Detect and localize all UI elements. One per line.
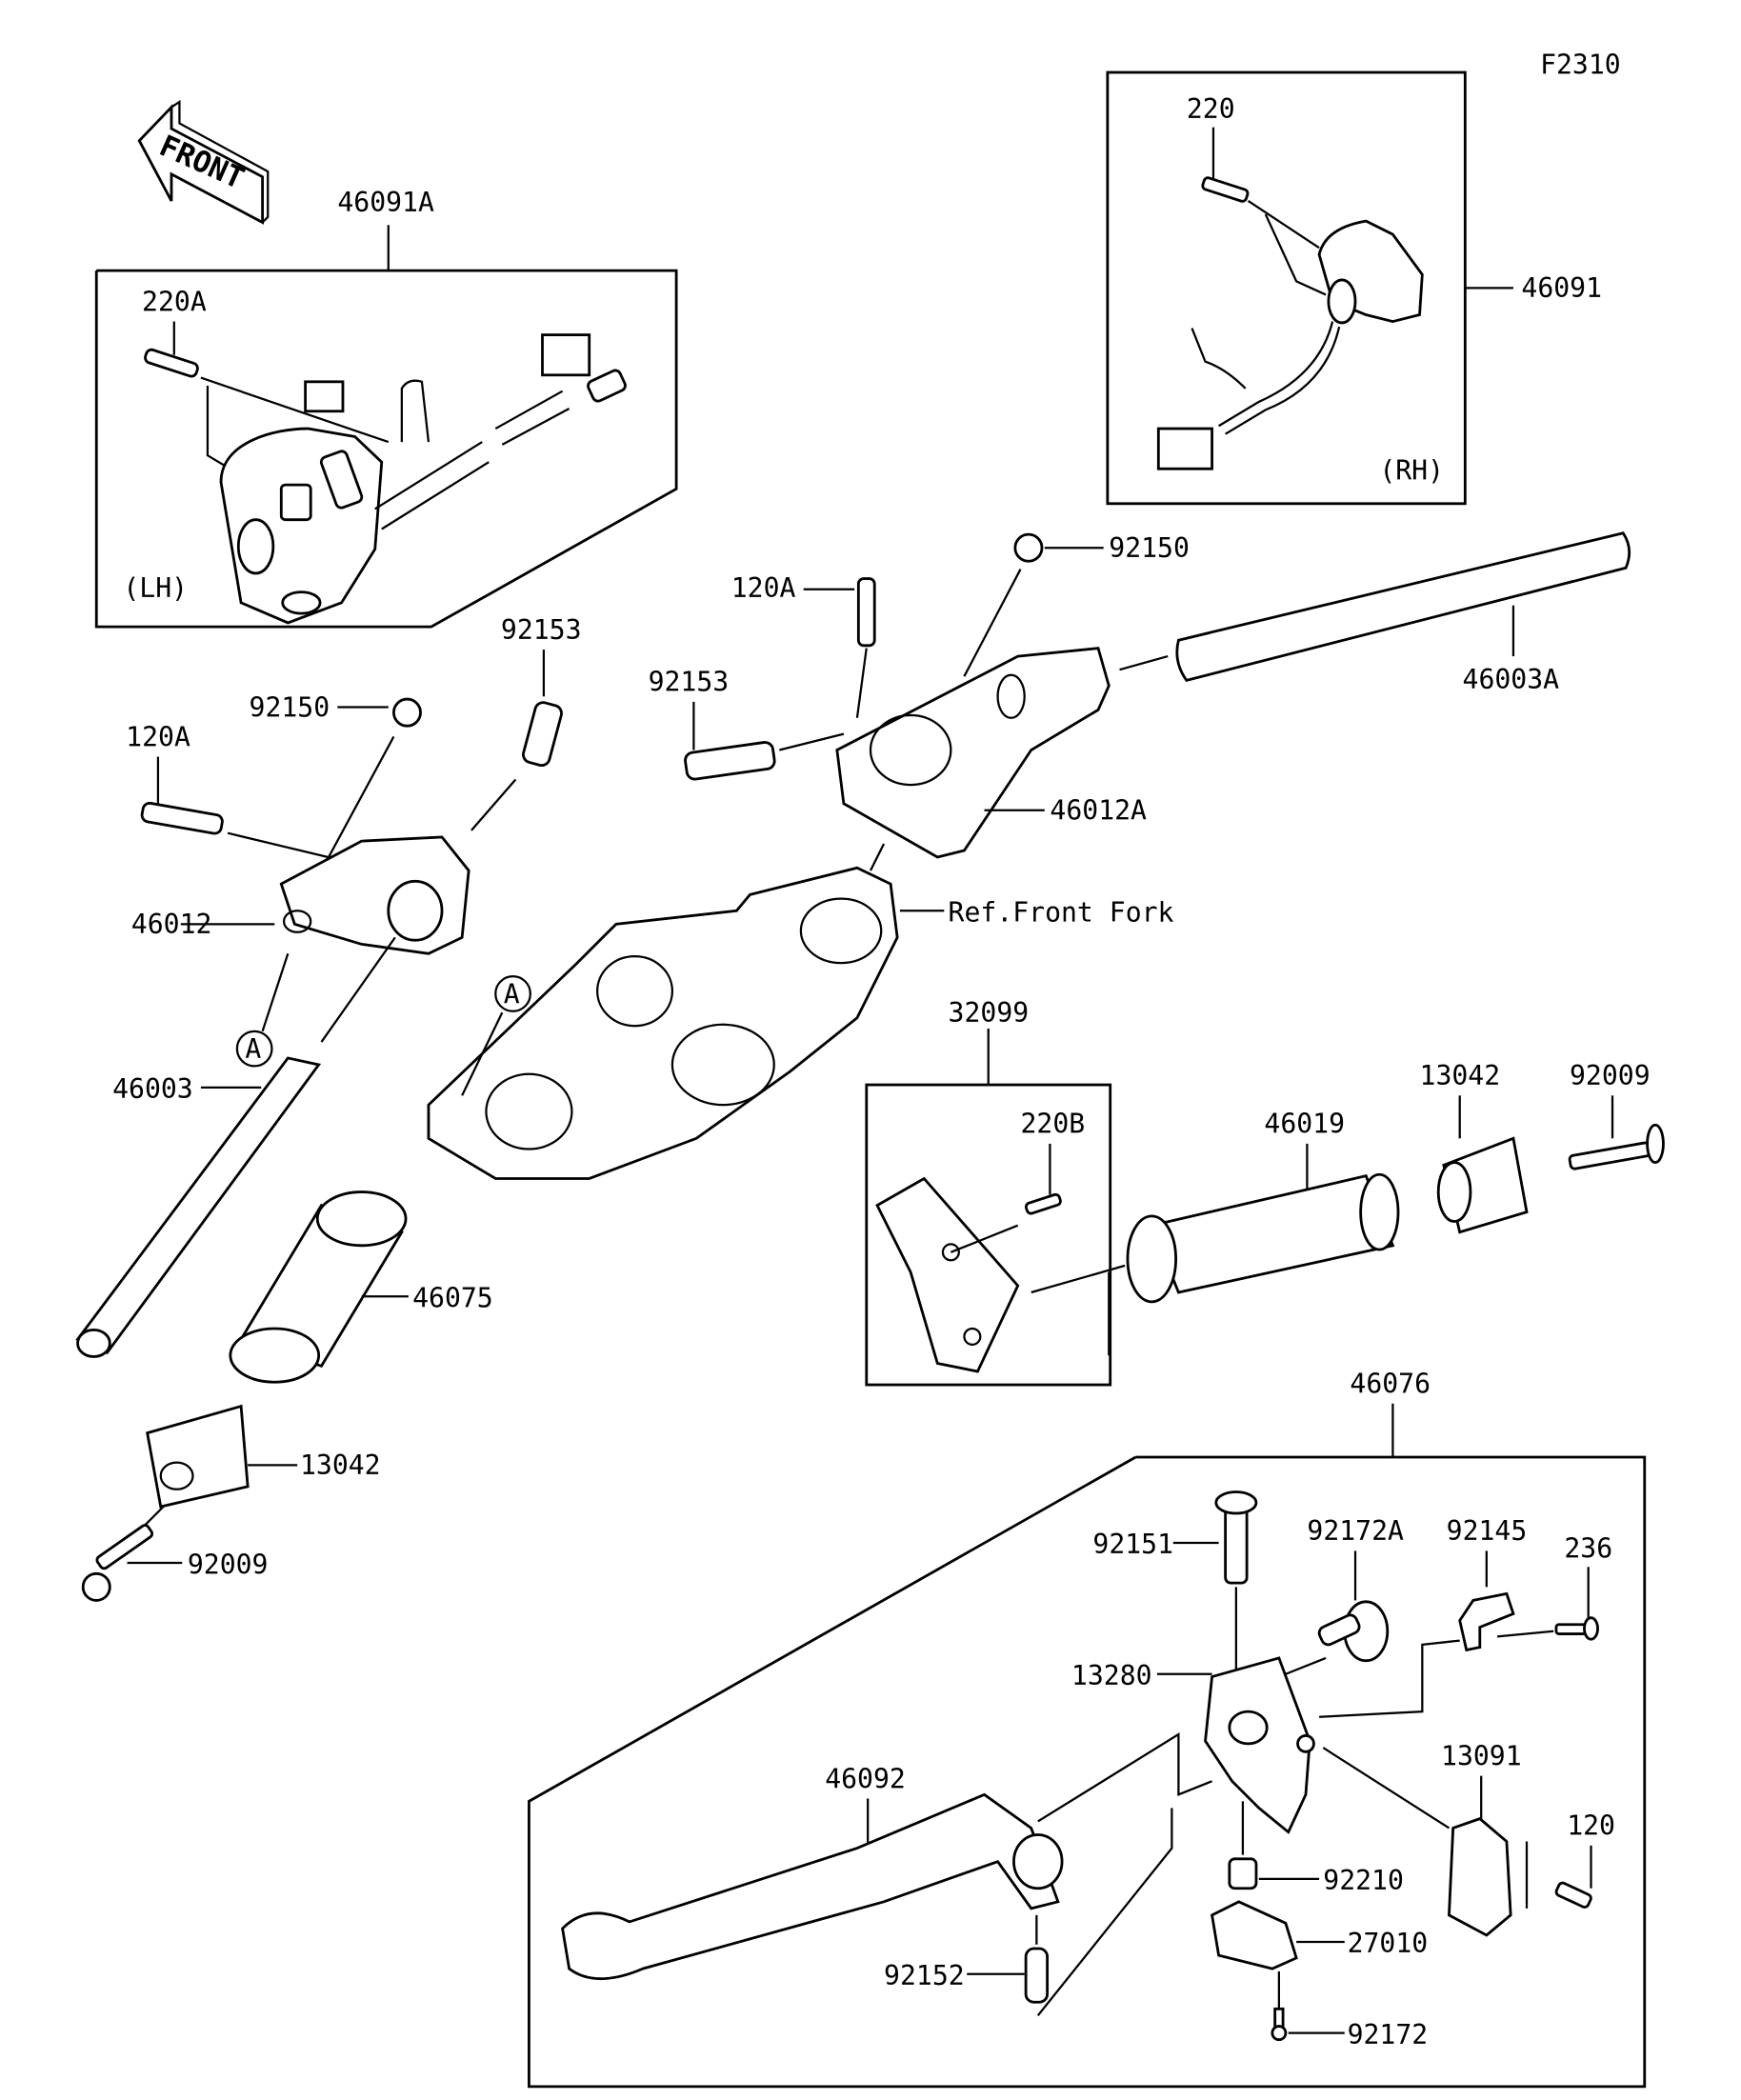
lever-assembly-group: 46076 92151 92172A 92145 236 13280 46092 bbox=[528, 1368, 1647, 2089]
svg-text:A: A bbox=[504, 978, 520, 1010]
part-label-92150-left[interactable]: 92150 bbox=[250, 691, 330, 723]
part-label-92172A[interactable]: 92172A bbox=[1307, 1515, 1404, 1547]
part-label-92009-right[interactable]: 92009 bbox=[1570, 1060, 1651, 1091]
clip-on-46012A bbox=[835, 647, 1111, 859]
part-label-46003A[interactable]: 46003A bbox=[1463, 664, 1560, 695]
bolt-92153-right bbox=[684, 741, 776, 781]
collar-92152 bbox=[1024, 1947, 1050, 2004]
lever-holder-13280 bbox=[1204, 1656, 1311, 1834]
bolt-92009-left bbox=[95, 1524, 154, 1570]
clip-on-46012 bbox=[279, 835, 470, 955]
part-label-27010[interactable]: 27010 bbox=[1348, 1928, 1429, 1959]
lh-switch-group: 46091A 220A (LH) bbox=[94, 187, 678, 629]
figure-code: F2310 bbox=[1540, 49, 1621, 80]
rh-side-label: (RH) bbox=[1379, 454, 1444, 486]
bolt-120A-right bbox=[856, 577, 876, 648]
part-label-92172[interactable]: 92172 bbox=[1348, 2019, 1429, 2050]
ref-marker-a-left bbox=[235, 1030, 273, 1068]
part-label-13042-right[interactable]: 13042 bbox=[1420, 1060, 1501, 1091]
part-label-46076[interactable]: 46076 bbox=[1350, 1368, 1431, 1399]
part-label-32099[interactable]: 32099 bbox=[949, 997, 1030, 1029]
part-label-92151[interactable]: 92151 bbox=[1092, 1529, 1173, 1560]
bolt-92150-left bbox=[392, 697, 422, 728]
bolt-92150-right bbox=[1013, 532, 1044, 563]
bolt-120A-left bbox=[140, 801, 224, 835]
part-label-13091[interactable]: 13091 bbox=[1441, 1740, 1522, 1771]
lh-switch-box bbox=[94, 269, 678, 629]
part-label-46003[interactable]: 46003 bbox=[112, 1073, 193, 1105]
part-label-120[interactable]: 120 bbox=[1567, 1810, 1615, 1842]
right-grip-group: 46019 13042 92009 bbox=[1126, 1060, 1665, 1304]
left-clip-on-group: 92153 92150 120A 46012 A bbox=[126, 614, 582, 1068]
lever-assembly-box bbox=[528, 1455, 1647, 2089]
part-label-46091A[interactable]: 46091A bbox=[337, 187, 434, 218]
part-label-236[interactable]: 236 bbox=[1564, 1532, 1612, 1564]
lever-46092 bbox=[561, 1792, 1060, 1981]
part-label-46012[interactable]: 46012 bbox=[131, 909, 212, 940]
handlebar-46003A bbox=[1175, 531, 1631, 683]
top-bridge-group: Ref.Front Fork A bbox=[427, 843, 1174, 1180]
bar-end-13042-left bbox=[146, 1404, 250, 1509]
grip-46019 bbox=[1150, 1174, 1395, 1294]
right-clip-on-group: 92150 120A 92153 46012A 46003A bbox=[649, 531, 1631, 859]
svg-text:A: A bbox=[245, 1033, 261, 1065]
part-label-13280[interactable]: 13280 bbox=[1071, 1660, 1152, 1691]
rh-connector bbox=[1156, 427, 1213, 470]
ref-marker-a-right bbox=[494, 975, 531, 1012]
lh-switch-housing bbox=[219, 427, 384, 625]
throttle-housing bbox=[875, 1176, 1020, 1373]
clamp-13091 bbox=[1448, 1817, 1512, 1937]
switch-27010 bbox=[1211, 1900, 1298, 1970]
bolt-120 bbox=[1554, 1881, 1592, 1909]
left-handlebar-group: 46003 46075 13042 92009 bbox=[75, 1056, 493, 1602]
screw-220A bbox=[144, 348, 199, 378]
nut-92210 bbox=[1228, 1857, 1258, 1890]
part-label-120A-right[interactable]: 120A bbox=[731, 572, 796, 604]
rh-switch-housing bbox=[1317, 219, 1424, 325]
lh-wiring-harness bbox=[304, 333, 627, 530]
part-label-92210[interactable]: 92210 bbox=[1323, 1865, 1404, 1896]
part-label-92153-right[interactable]: 92153 bbox=[649, 667, 730, 698]
screw-92172 bbox=[1271, 2025, 1288, 2042]
front-arrow-icon: FRONT bbox=[137, 99, 270, 225]
spring-92145 bbox=[1458, 1591, 1515, 1652]
part-label-92145[interactable]: 92145 bbox=[1447, 1515, 1528, 1547]
throttle-box bbox=[865, 1083, 1112, 1387]
part-label-92009-left[interactable]: 92009 bbox=[188, 1549, 269, 1580]
part-label-46019[interactable]: 46019 bbox=[1264, 1109, 1345, 1140]
ref-front-fork-label: Ref.Front Fork bbox=[949, 897, 1174, 929]
part-label-220A[interactable]: 220A bbox=[142, 286, 207, 317]
bolt-92009-right bbox=[1568, 1141, 1651, 1170]
lh-side-label: (LH) bbox=[123, 572, 188, 604]
rh-switch-group: 220 46091 (RH) bbox=[1106, 70, 1602, 506]
part-label-92152[interactable]: 92152 bbox=[884, 1960, 965, 1991]
part-label-46012A[interactable]: 46012A bbox=[1050, 795, 1147, 827]
top-bridge bbox=[427, 866, 899, 1180]
bolt-92153-left bbox=[522, 701, 563, 768]
part-label-120A-left[interactable]: 120A bbox=[126, 721, 190, 752]
part-label-220[interactable]: 220 bbox=[1187, 93, 1235, 125]
part-label-92150-right[interactable]: 92150 bbox=[1109, 532, 1190, 564]
part-label-46075[interactable]: 46075 bbox=[412, 1282, 493, 1313]
part-label-13042-left[interactable]: 13042 bbox=[300, 1450, 381, 1481]
part-label-92153-left[interactable]: 92153 bbox=[501, 614, 582, 646]
part-label-46091[interactable]: 46091 bbox=[1521, 272, 1602, 304]
part-label-46092[interactable]: 46092 bbox=[825, 1763, 906, 1794]
screw-236 bbox=[1583, 1616, 1599, 1641]
throttle-group: 32099 220B bbox=[865, 997, 1126, 1387]
part-label-220B[interactable]: 220B bbox=[1020, 1109, 1085, 1140]
